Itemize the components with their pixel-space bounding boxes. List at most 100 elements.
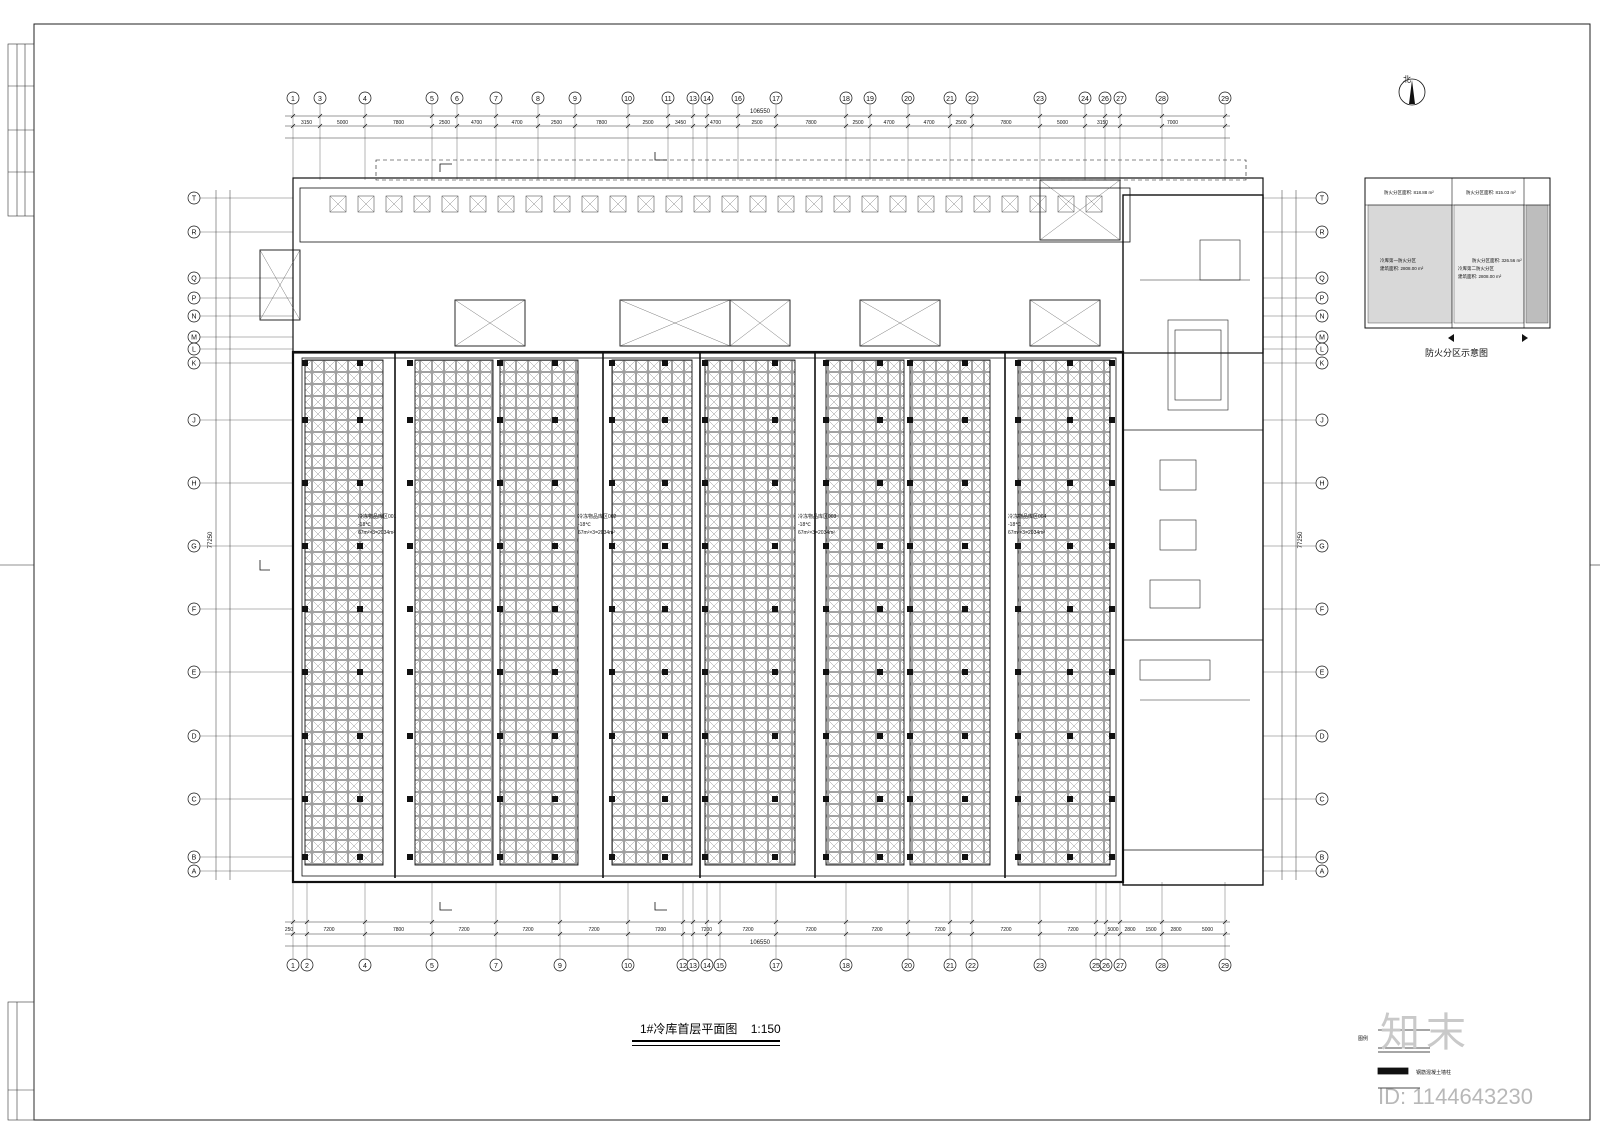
dim-tick-bottom: [1159, 919, 1165, 925]
column: [497, 480, 503, 486]
axis-bubble-left: [187, 225, 201, 239]
axis-label-left: K: [192, 361, 197, 368]
column: [552, 360, 558, 366]
dim-tick-top: [735, 123, 741, 129]
column: [907, 854, 913, 860]
column: [407, 854, 413, 860]
axis-label-right: K: [1320, 361, 1325, 368]
dim-tick-top: [1037, 123, 1043, 129]
dim-tick-bottom: [493, 919, 499, 925]
axis-bubble-bottom: [300, 958, 314, 972]
column: [702, 360, 708, 366]
axis-bubble-right: [1315, 792, 1329, 806]
column: [823, 733, 829, 739]
column: [357, 669, 363, 675]
axis-label-bottom: 15: [716, 963, 724, 970]
column: [357, 733, 363, 739]
dim-value-bottom: 1500: [1145, 927, 1156, 933]
axis-bubble-right: [1315, 602, 1329, 616]
column: [772, 796, 778, 802]
dock-door: [749, 195, 767, 213]
axis-label-right: D: [1319, 734, 1324, 741]
cold-room-label-2: 冷冻物品库区002: [578, 513, 617, 520]
axis-label-left: C: [191, 797, 196, 804]
axis-label-bottom: 7: [494, 963, 498, 970]
axis-bubble-bottom: [553, 958, 567, 972]
dim-tick-bottom: [1093, 931, 1099, 937]
axis-bubble-top: [358, 91, 372, 105]
axis-label-top: 29: [1221, 96, 1229, 103]
column: [552, 543, 558, 549]
cold-room-temp-3: -18℃: [798, 522, 811, 528]
core-block: [1039, 179, 1121, 241]
axis-bubble-right: [1315, 476, 1329, 490]
dock-door-cross: [497, 195, 515, 213]
column: [1067, 606, 1073, 612]
axis-label-right: P: [1320, 296, 1325, 303]
dim-value-bottom: 5000: [1107, 927, 1118, 933]
column: [907, 606, 913, 612]
column: [302, 360, 308, 366]
dim-tick-bottom: [773, 919, 779, 925]
dim-value-bottom: 7200: [701, 927, 712, 933]
cold-room-label-4: 冷冻物品库区004: [1008, 513, 1047, 520]
column: [877, 360, 883, 366]
column: [1015, 480, 1021, 486]
legend-item: 钢筋混凝土墙柱: [1416, 1069, 1451, 1076]
dim-tick-top: [535, 123, 541, 129]
axis-label-bottom: 21: [946, 963, 954, 970]
column: [552, 606, 558, 612]
dim-tick-top: [773, 113, 779, 119]
axis-label-bottom: 28: [1158, 963, 1166, 970]
axis-label-right: N: [1319, 314, 1324, 321]
north-arrow-icon: [1398, 78, 1426, 106]
dim-tick-bottom: [1037, 919, 1043, 925]
dim-tick-bottom: [690, 931, 696, 937]
dock-door: [945, 195, 963, 213]
dock-door: [693, 195, 711, 213]
column: [1015, 543, 1021, 549]
axis-bubble-top: [863, 91, 877, 105]
column: [1067, 480, 1073, 486]
axis-label-left: D: [191, 734, 196, 741]
dock-door-cross: [357, 195, 375, 213]
fire-zone-diagram: 防火分区面积: 818.88 m² 防火分区面积: 815.03 m² 防火分区…: [1364, 177, 1551, 342]
axis-label-bottom: 12: [679, 963, 687, 970]
column: [552, 417, 558, 423]
dim-tick-bottom: [1103, 919, 1109, 925]
overall-width-top: 106550: [750, 109, 771, 115]
dock-door-cross: [889, 195, 907, 213]
column: [552, 669, 558, 675]
dock-door: [917, 195, 935, 213]
dock-door-cross: [749, 195, 767, 213]
column: [962, 360, 968, 366]
axis-bubble-top: [661, 91, 675, 105]
column: [609, 733, 615, 739]
cold-room-label-3: 冷冻物品库区003: [798, 513, 837, 520]
fire-zone-name-2: 冷库第二防火分区: [1458, 265, 1494, 272]
axis-label-left: G: [191, 544, 196, 551]
column: [552, 796, 558, 802]
axis-bubble-right: [1315, 291, 1329, 305]
dim-tick-bottom: [717, 919, 723, 925]
dim-tick-bottom: [969, 931, 975, 937]
column: [962, 669, 968, 675]
axis-bubble-bottom: [1033, 958, 1047, 972]
dock-door: [973, 195, 991, 213]
dim-tick-top: [947, 123, 953, 129]
overall-depth-right: 77250: [1298, 531, 1304, 548]
column: [662, 669, 668, 675]
axis-label-top: 19: [866, 96, 874, 103]
dock-door-cross: [861, 195, 879, 213]
axis-bubble-top: [1218, 91, 1232, 105]
column: [407, 606, 413, 612]
east-annex-details: [1139, 239, 1250, 701]
fire-zone-name-1: 冷库第一防火分区: [1380, 257, 1416, 264]
axis-label-right: F: [1320, 607, 1324, 614]
column: [877, 606, 883, 612]
rack-zone: [611, 359, 693, 866]
axis-bubble-top: [1113, 91, 1127, 105]
column: [877, 417, 883, 423]
column: [1015, 417, 1021, 423]
